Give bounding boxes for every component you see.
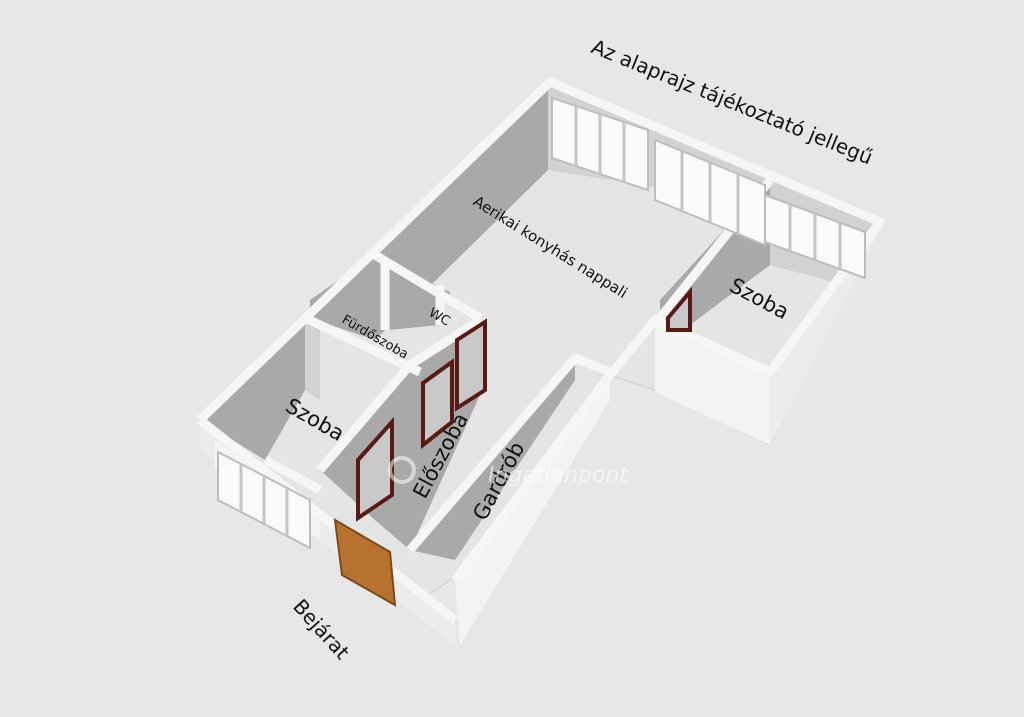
interior-door-2 xyxy=(421,358,454,450)
window-living-1 xyxy=(551,96,649,192)
bathroom-back-wall xyxy=(310,255,375,340)
interior-door-4 xyxy=(666,286,692,332)
interior-door-3 xyxy=(455,318,487,412)
watermark-text: Ingatlanpont xyxy=(488,463,629,488)
interior-door-1 xyxy=(356,416,394,522)
entrance-door xyxy=(333,518,397,607)
outer-right-side xyxy=(770,225,878,445)
window-left-room xyxy=(217,450,311,550)
label-entrance: Bejárat xyxy=(288,594,354,664)
wc-side-wall xyxy=(388,285,440,330)
watermark-logo-icon xyxy=(388,456,416,484)
outer-right-front xyxy=(655,318,770,445)
living-back-wall xyxy=(375,82,548,340)
window-living-2 xyxy=(654,138,766,247)
left-room-partition xyxy=(305,318,320,400)
watermark: Ingatlanpont xyxy=(388,456,629,488)
outer-wardrobe-face xyxy=(455,372,610,645)
window-right-room xyxy=(764,193,866,280)
left-room-back-wall xyxy=(200,318,305,460)
